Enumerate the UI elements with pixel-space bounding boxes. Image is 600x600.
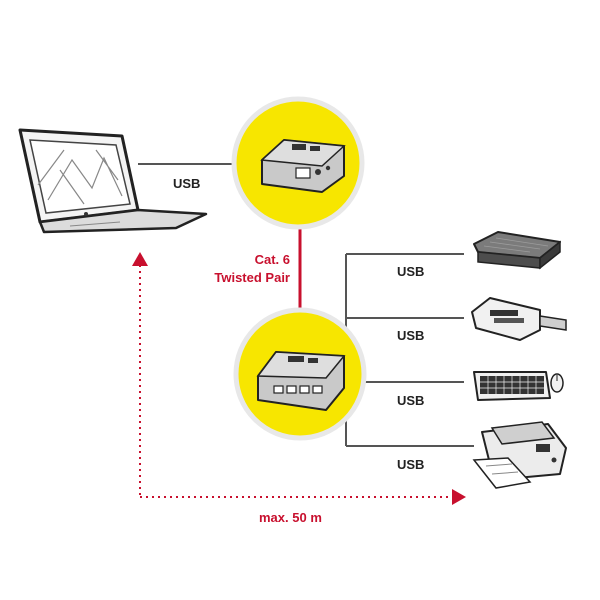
keyboard-mouse-icon [473,371,564,401]
receiver-icon [256,351,346,411]
transmitter-icon [260,139,346,193]
usb-label-device-2: USB [397,328,425,343]
laptop-icon [18,128,208,234]
arrow-head-right [452,489,466,505]
arrow-head-up [132,252,148,266]
cable-label-line1: Cat. 6 [254,252,290,267]
usb-label-device-1: USB [397,264,425,279]
hard-drive-icon [473,231,561,270]
usb-label-device-4: USB [397,457,425,472]
cable-label-line2: Twisted Pair [214,270,290,285]
device-bus-lines [345,253,474,447]
distance-arrow [139,262,456,498]
usb-label-laptop: USB [173,176,201,191]
distance-label: max. 50 m [259,510,322,525]
usb-label-device-3: USB [397,393,425,408]
usb-stick-icon [471,297,567,341]
printer-icon [472,421,567,489]
